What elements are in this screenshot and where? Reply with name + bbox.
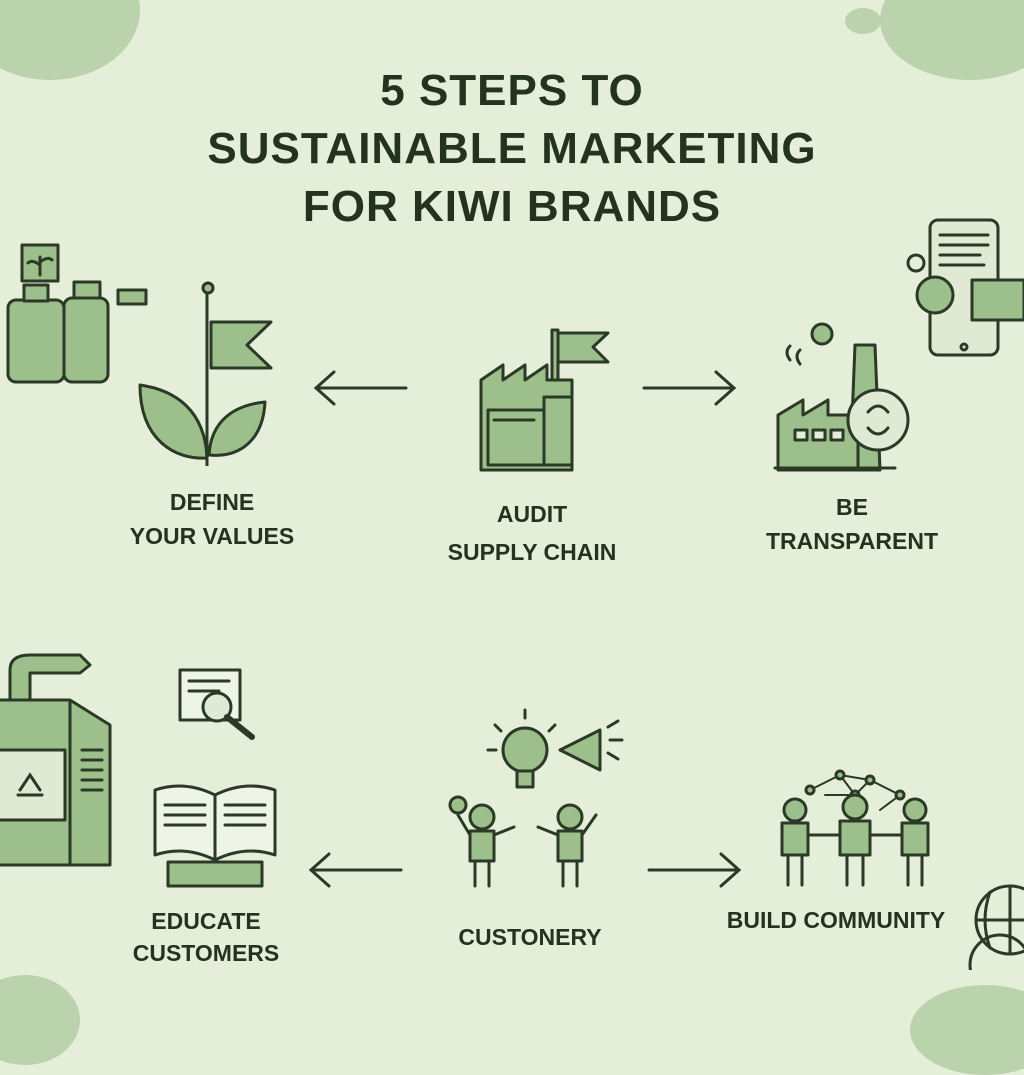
factory-flag-icon — [479, 328, 610, 472]
phone-feedback-icon — [906, 218, 1024, 357]
step-label-be-transparent: BE TRANSPARENT — [722, 490, 982, 558]
title-line: SUSTAINABLE MARKETING — [207, 124, 817, 173]
arrow-right-icon — [647, 852, 742, 888]
decor-blob — [845, 8, 881, 34]
bottles-icon — [6, 243, 148, 384]
arrow-left-icon — [308, 852, 403, 888]
label-line: SUPPLY CHAIN — [447, 539, 617, 565]
step-label-educate-customers: EDUCATE CUSTOMERS — [76, 905, 336, 969]
decor-blob — [910, 985, 1024, 1075]
label-line: BUILD COMMUNITY — [726, 907, 946, 933]
document-search-icon — [178, 668, 255, 740]
label-line: CUSTOMERS — [132, 940, 280, 966]
arrow-right-icon — [642, 370, 737, 406]
open-book-icon — [153, 784, 277, 888]
globe-icon — [968, 884, 1024, 970]
title-line: FOR KIWI BRANDS — [302, 182, 722, 231]
label-line: YOUR VALUES — [129, 523, 295, 549]
label-line: AUDIT — [496, 501, 568, 527]
community-network-icon — [780, 769, 930, 887]
arrow-left-icon — [313, 370, 408, 406]
factory-recycle-icon — [773, 322, 910, 472]
label-line: TRANSPARENT — [765, 528, 939, 554]
page-title: 5 STEPS TO SUSTAINABLE MARKETING FOR KIW… — [0, 62, 1024, 236]
step-label-define-values: DEFINE YOUR VALUES — [82, 485, 342, 553]
step-label-audit-supply-chain: AUDIT SUPPLY CHAIN — [402, 495, 662, 571]
plant-flag-icon — [138, 281, 273, 466]
step-label-customery: CUSTONERY — [400, 920, 660, 954]
label-line: DEFINE — [169, 489, 255, 515]
recycle-carton-icon — [0, 653, 112, 867]
title-line: 5 STEPS TO — [380, 66, 644, 115]
decor-blob — [0, 975, 80, 1065]
label-line: BE — [836, 494, 868, 520]
idea-people-icon — [448, 708, 624, 888]
step-label-build-community: BUILD COMMUNITY — [706, 903, 966, 937]
label-line: EDUCATE — [151, 908, 261, 934]
label-line: CUSTONERY — [458, 924, 602, 950]
